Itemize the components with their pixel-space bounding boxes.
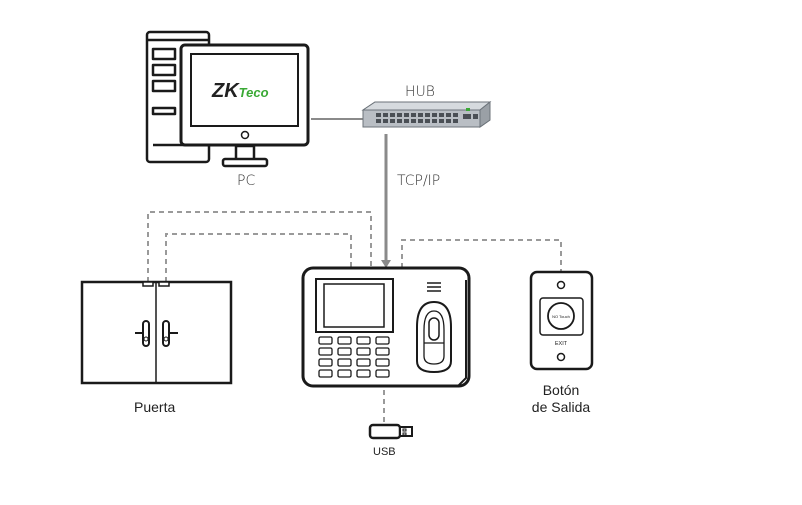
keypad-key xyxy=(356,347,371,356)
keypad-key xyxy=(337,347,352,356)
keypad-key xyxy=(318,347,333,356)
keypad-key xyxy=(356,358,371,367)
hub-port xyxy=(376,113,381,117)
door-label: Puerta xyxy=(134,399,176,415)
door xyxy=(80,280,233,385)
terminal-keypad xyxy=(318,336,390,378)
hub-port xyxy=(418,113,423,117)
hub-port xyxy=(397,119,402,123)
hub-port xyxy=(411,113,416,117)
hub-port xyxy=(383,113,388,117)
screen-logo-main: ZK xyxy=(211,80,240,102)
hub-port xyxy=(397,113,402,117)
keypad-key xyxy=(318,369,333,378)
hub-port xyxy=(453,119,458,123)
hub-port xyxy=(453,113,458,117)
hub-port xyxy=(425,119,430,123)
hub-label: HUB xyxy=(405,84,435,100)
keypad-key xyxy=(337,369,352,378)
keypad-key xyxy=(356,369,371,378)
hub-port xyxy=(439,113,444,117)
exit-button-label-line2: de Salida xyxy=(531,399,591,415)
tcpip-arrow-head xyxy=(381,260,391,268)
access-terminal xyxy=(301,266,471,388)
screen-logo-accent: Teco xyxy=(239,85,269,100)
hub-port xyxy=(446,113,451,117)
network-hub xyxy=(361,100,492,128)
exit-button-caption: EXIT xyxy=(555,341,568,347)
keypad-key xyxy=(356,336,371,345)
hub-port xyxy=(390,113,395,117)
hub-port xyxy=(404,113,409,117)
keypad-key xyxy=(375,358,390,367)
keypad-key xyxy=(375,347,390,356)
keypad-key xyxy=(337,336,352,345)
hub-port xyxy=(425,113,430,117)
hub-port xyxy=(432,113,437,117)
keypad-key xyxy=(318,336,333,345)
connections xyxy=(147,118,562,425)
exit-button-face-text: NO Touch xyxy=(552,314,570,319)
keypad-key xyxy=(337,358,352,367)
hub-port xyxy=(432,119,437,123)
door-lock-cable-outer xyxy=(147,211,372,282)
exit-button-label: Botón de Salida xyxy=(521,382,601,416)
usb-drive xyxy=(368,423,413,440)
hub-port xyxy=(411,119,416,123)
keypad-key xyxy=(375,369,390,378)
keypad-key xyxy=(375,336,390,345)
keypad-key xyxy=(318,358,333,367)
tcpip-label: TCP/IP xyxy=(397,173,441,189)
exit-button: NO Touch EXIT xyxy=(529,270,594,371)
usb-label: USB xyxy=(373,446,396,458)
pc-monitor: ZKTeco xyxy=(179,43,310,168)
hub-port xyxy=(439,119,444,123)
hub-ports xyxy=(376,113,458,123)
hub-port xyxy=(376,119,381,123)
hub-port xyxy=(383,119,388,123)
hub-port xyxy=(390,119,395,123)
terminal-speaker xyxy=(427,282,441,292)
hub-port xyxy=(418,119,423,123)
hub-port xyxy=(446,119,451,123)
hub-port xyxy=(404,119,409,123)
exit-button-cable xyxy=(401,239,562,272)
fingerprint-sensor xyxy=(416,300,452,374)
pc-label: PC xyxy=(237,173,256,189)
screen-logo: ZKTeco xyxy=(211,80,269,102)
exit-button-label-line1: Botón xyxy=(542,382,580,398)
